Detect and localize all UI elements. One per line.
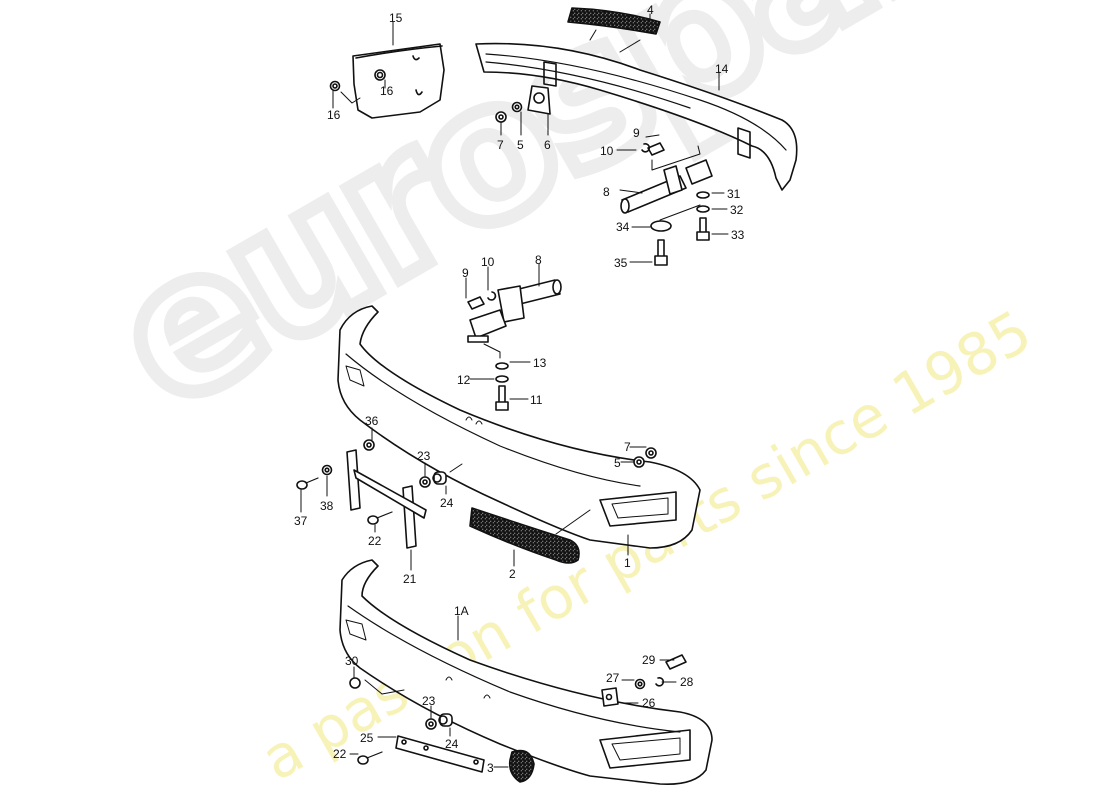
part-21-bracket[interactable] — [346, 449, 427, 571]
callout-label-22[interactable]: 22 — [333, 747, 347, 761]
callout-label-33[interactable]: 33 — [731, 228, 745, 242]
callout-label-26[interactable]: 26 — [642, 696, 656, 710]
part-25-plate-bracket[interactable] — [377, 735, 485, 773]
part-24-spacer-upper[interactable] — [432, 463, 463, 495]
callout-label-7[interactable]: 7 — [497, 138, 504, 152]
part-26-clip-nut[interactable] — [601, 687, 639, 707]
callout-label-8[interactable]: 8 — [603, 185, 610, 199]
part-1A-front-bumper-alt[interactable] — [339, 559, 713, 786]
callout-label-23[interactable]: 23 — [417, 449, 431, 463]
callout-label-32[interactable]: 32 — [730, 203, 744, 217]
part-1-front-bumper[interactable] — [337, 305, 701, 556]
callout-label-11[interactable]: 11 — [530, 393, 543, 407]
callout-label-7[interactable]: 7 — [624, 440, 631, 454]
part-10-lock-washer-rear[interactable] — [616, 142, 651, 153]
callout-label-16[interactable]: 16 — [327, 108, 341, 122]
callout-label-37[interactable]: 37 — [294, 514, 308, 528]
callout-label-24[interactable]: 24 — [445, 737, 459, 751]
part-38-washer[interactable] — [321, 464, 333, 497]
part-5-washer[interactable] — [511, 101, 523, 136]
part-8-shock-absorber-front[interactable] — [467, 263, 562, 359]
part-16-nut[interactable] — [329, 80, 361, 109]
part-7-nut[interactable] — [495, 111, 507, 136]
part-4-rubber-strip[interactable] — [567, 7, 661, 53]
part-31-washer[interactable] — [696, 191, 725, 199]
callout-label-36[interactable]: 36 — [365, 414, 379, 428]
callout-label-35[interactable]: 35 — [614, 256, 628, 270]
part-6-bracket[interactable] — [527, 85, 551, 136]
part-7-nut-front[interactable] — [629, 446, 657, 459]
callout-label-29[interactable]: 29 — [642, 653, 656, 667]
part-15-end-cap[interactable] — [352, 21, 445, 119]
part-22-screw-upper[interactable] — [367, 511, 393, 533]
callout-label-30[interactable]: 30 — [345, 654, 359, 668]
part-10-lock-washer-front[interactable] — [487, 266, 497, 301]
callout-label-14[interactable]: 14 — [715, 62, 729, 76]
part-29-bolt[interactable] — [659, 654, 687, 670]
callout-label-4[interactable]: 4 — [647, 3, 654, 17]
part-14-rear-bumper[interactable] — [475, 42, 798, 191]
callout-label-2[interactable]: 2 — [509, 567, 516, 581]
part-28-lock-washer[interactable] — [655, 676, 677, 687]
callout-label-8[interactable]: 8 — [535, 253, 542, 267]
part-32-washer[interactable] — [696, 205, 728, 213]
part-5-washer-front[interactable] — [620, 456, 645, 468]
callout-label-3[interactable]: 3 — [487, 761, 494, 775]
callout-label-23[interactable]: 23 — [422, 694, 436, 708]
part-24-spacer-lower[interactable] — [438, 713, 453, 737]
callout-label-5[interactable]: 5 — [614, 456, 621, 470]
part-11-bolt[interactable] — [495, 385, 529, 411]
callout-label-13[interactable]: 13 — [533, 356, 547, 370]
part-34-rubber-buffer[interactable] — [631, 220, 672, 232]
part-27-washer[interactable] — [621, 678, 646, 690]
part-23-nut-upper[interactable] — [419, 462, 431, 488]
callout-label-21[interactable]: 21 — [403, 572, 417, 586]
callout-label-31[interactable]: 31 — [727, 187, 741, 201]
callout-label-1A[interactable]: 1A — [454, 604, 469, 618]
callout-label-27[interactable]: 27 — [606, 671, 620, 685]
part-33-bolt[interactable] — [696, 217, 729, 241]
callout-label-6[interactable]: 6 — [544, 138, 551, 152]
callout-label-28[interactable]: 28 — [680, 675, 694, 689]
part-9-bolt-front[interactable] — [465, 277, 485, 310]
callout-label-16[interactable]: 16 — [380, 84, 394, 98]
part-12-lock-washer[interactable] — [469, 375, 509, 383]
part-30-plug[interactable] — [349, 666, 405, 695]
callout-label-12[interactable]: 12 — [457, 373, 471, 387]
part-35-bolt[interactable] — [629, 239, 668, 266]
callout-label-22[interactable]: 22 — [368, 534, 382, 548]
part-8-shock-absorber-rear[interactable] — [619, 145, 713, 221]
callout-label-38[interactable]: 38 — [320, 499, 334, 513]
part-23-nut-lower[interactable] — [425, 705, 437, 730]
part-13-washer[interactable] — [495, 361, 531, 370]
callout-label-10[interactable]: 10 — [600, 144, 614, 158]
part-2-rubber-strip-front[interactable] — [469, 507, 591, 567]
callout-label-34[interactable]: 34 — [616, 220, 630, 234]
callout-label-24[interactable]: 24 — [440, 496, 454, 510]
callout-label-9[interactable]: 9 — [633, 126, 640, 140]
callout-label-25[interactable]: 25 — [360, 731, 374, 745]
callout-label-5[interactable]: 5 — [517, 138, 524, 152]
part-37-screw[interactable] — [296, 477, 319, 513]
part-22-screw-lower[interactable] — [349, 751, 383, 765]
part-9-bolt-rear[interactable] — [645, 134, 665, 156]
callout-label-9[interactable]: 9 — [462, 266, 469, 280]
part-3-end-piece[interactable] — [493, 749, 535, 783]
part-36-nut[interactable] — [363, 427, 375, 451]
callout-label-1[interactable]: 1 — [624, 556, 631, 570]
callout-label-15[interactable]: 15 — [389, 11, 403, 25]
callout-label-10[interactable]: 10 — [481, 255, 495, 269]
